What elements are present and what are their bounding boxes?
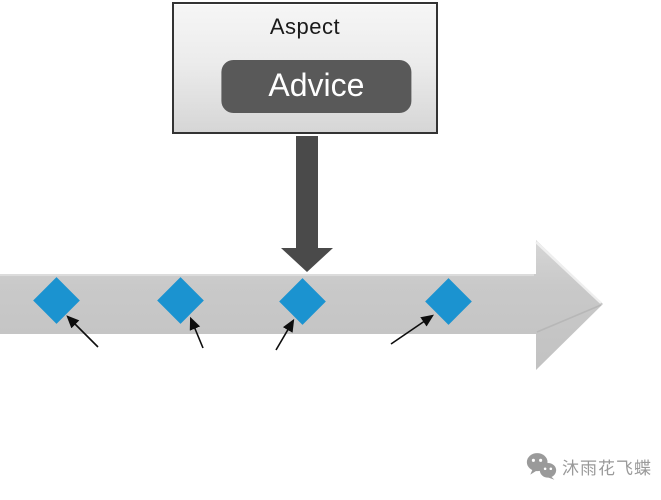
watermark: 沐雨花飞蝶: [526, 452, 652, 480]
advice-apply-arrow-icon: [281, 136, 333, 272]
watermark-text: 沐雨花飞蝶: [562, 458, 652, 478]
aspect-box: Aspect Advice: [172, 2, 438, 134]
aspect-title: Aspect: [269, 14, 341, 39]
wechat-icon: [526, 453, 557, 480]
advice-label: Advice: [221, 60, 412, 113]
